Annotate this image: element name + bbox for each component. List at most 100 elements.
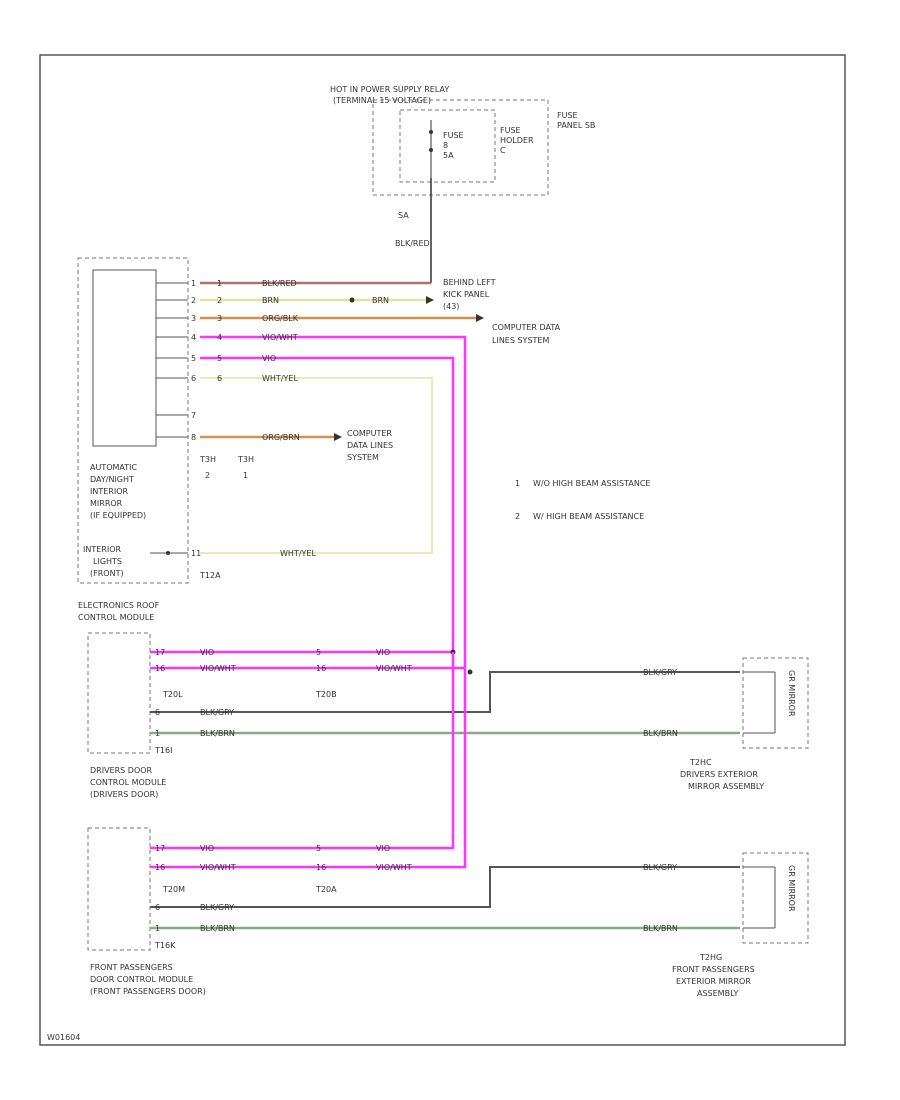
panel-label-2: PANEL SB: [557, 121, 595, 130]
connector-a-num: 2: [205, 471, 210, 480]
ground-arrow: [426, 296, 434, 304]
panel-label: FUSE: [557, 111, 578, 120]
lights-label-2: LIGHTS: [93, 557, 122, 566]
passenger-door-module: [87, 827, 151, 951]
cdl-line-3c: SYSTEM: [347, 453, 379, 462]
pd-mirror-conn: T2HG: [699, 953, 722, 962]
footer-code: W01604: [47, 1033, 80, 1042]
interior-mirror-section: 1 2 3 4 5 6 7 8 1 2 3 4 5 6 BLK/RED BRN …: [77, 257, 480, 668]
drivers-mirror-section: GR MIRROR T2HC DRIVERS EXTERIOR MIRROR A…: [680, 657, 809, 791]
interior-lights-section: INTERIOR LIGHTS (FRONT) 11 WHT/YEL T12A: [83, 545, 316, 580]
dd-mid-pin-2: 16: [316, 664, 326, 673]
pd-mirror-label-2: EXTERIOR MIRROR: [676, 977, 751, 986]
cavity-6: 6: [217, 374, 222, 383]
ground-wire: BRN: [372, 296, 389, 305]
wire-label-2: BRN: [262, 296, 279, 305]
fuse-label: FUSE: [443, 131, 464, 140]
pd-wire-1: VIO: [200, 844, 214, 853]
fuse-rating: 5A: [443, 151, 454, 160]
dd-mid-wire-1: VIO: [376, 648, 390, 657]
drivers-door-section: 17 16 6 1 VIO VIO/WHT BLK/GRY BLK/BRN T2…: [87, 632, 740, 799]
cavity-2: 2: [217, 296, 222, 305]
roof-label-1: ELECTRONICS ROOF: [78, 601, 160, 610]
pd-mid-pin-2: 16: [316, 863, 326, 872]
lights-pin: 11: [191, 549, 201, 558]
wire-label-8: ORG/BRN: [262, 433, 300, 442]
dd-pin-4: 1: [155, 729, 160, 738]
wire-wht-yel: [200, 377, 433, 554]
holder-label: FUSE: [500, 126, 521, 135]
fuse-holder-box: [399, 109, 496, 183]
mirror-pin-7: 7: [191, 411, 196, 420]
dd-wire-2: VIO/WHT: [200, 664, 236, 673]
wire-label-6: WHT/YEL: [262, 374, 298, 383]
roof-label-2: CONTROL MODULE: [78, 613, 154, 622]
wire-label-1: BLK/RED: [262, 279, 297, 288]
cavity-3: 3: [217, 314, 222, 323]
pd-conn-bottom: T16K: [154, 941, 176, 950]
dd-label-1: DRIVERS DOOR: [90, 766, 153, 775]
dd-mirror-conn: T2HC: [689, 758, 712, 767]
mirror-pin-3: 3: [191, 314, 196, 323]
computer-data-section: COMPUTER DATA LINES SYSTEM COMPUTER DATA…: [334, 314, 561, 462]
cdl-line-2: LINES SYSTEM: [492, 336, 549, 345]
dd-wire-1: VIO: [200, 648, 214, 657]
pd-wire-3: BLK/GRY: [200, 903, 234, 912]
lights-connector: T12A: [199, 571, 221, 580]
dd-wire-3: BLK/GRY: [200, 708, 234, 717]
pd-mirror-part: GR MIRROR: [787, 865, 796, 912]
wire-label-4: VIO/WHT: [262, 333, 298, 342]
passenger-door-section: 17 16 6 1 VIO VIO/WHT BLK/GRY BLK/BRN T2…: [87, 652, 740, 996]
mirror-pin-1: 1: [191, 279, 196, 288]
mirror-pin-6: 6: [191, 374, 196, 383]
mirror-label-2: DAY/NIGHT: [90, 475, 134, 484]
lights-wire: WHT/YEL: [280, 549, 316, 558]
wire-vio-wht: [200, 335, 467, 668]
pd-mirror-label-1: FRONT PASSENGERS: [672, 965, 755, 974]
note-2-num: 2: [515, 512, 520, 521]
connector-b-num: 1: [243, 471, 248, 480]
dd-mirror-part: GR MIRROR: [787, 670, 796, 717]
pd-right-wire-1: BLK/GRY: [643, 863, 677, 872]
pd-right-wire-2: BLK/BRN: [643, 924, 678, 933]
note-1-text: W/O HIGH BEAM ASSISTANCE: [533, 479, 650, 488]
wire-color-label: BLK/RED: [395, 239, 430, 248]
pd-mirror-label-3: ASSEMBLY: [697, 989, 738, 998]
ground-section: BRN BEHIND LEFT KICK PANEL (43): [349, 278, 496, 311]
dd-mirror-label-1: DRIVERS EXTERIOR: [680, 770, 758, 779]
mirror-label-3: INTERIOR: [90, 487, 129, 496]
splice-dot: [349, 297, 355, 303]
holder-number: C: [500, 146, 506, 155]
dd-wire-4: BLK/BRN: [200, 729, 235, 738]
pd-mid-pin-1: 5: [316, 844, 321, 853]
wire-label-5: VIO: [262, 354, 276, 363]
mirror-outline: [77, 257, 189, 584]
drivers-door-module: [87, 632, 151, 754]
ground-code: (43): [443, 302, 459, 311]
mirror-pin-2: 2: [191, 296, 196, 305]
dd-mirror-label-2: MIRROR ASSEMBLY: [688, 782, 764, 791]
cdl-line-3b: DATA LINES: [347, 441, 393, 450]
pd-pin-1: 17: [155, 844, 165, 853]
cdl-line-1: COMPUTER DATA: [492, 323, 561, 332]
cavity-1: 1: [217, 279, 222, 288]
mirror-component: [92, 269, 157, 447]
pd-label-3: (FRONT PASSENGERS DOOR): [90, 987, 206, 996]
note-1-num: 1: [515, 479, 520, 488]
mirror-pin-4: 4: [191, 333, 196, 342]
pd-wire-2: VIO/WHT: [200, 863, 236, 872]
fuse-panel-box: [372, 99, 549, 196]
pd-pin-3: 6: [155, 903, 160, 912]
diagram-frame: [39, 54, 846, 1046]
dd-mid-wire-2: VIO/WHT: [376, 664, 412, 673]
dd-conn-mid: T20B: [315, 690, 337, 699]
dd-mid-pin-1: 5: [316, 648, 321, 657]
fuse-terminal-bottom: [429, 148, 433, 152]
dd-pin-3: 6: [155, 708, 160, 717]
cdl-line-3a: COMPUTER: [347, 429, 392, 438]
connector-a: T3H: [199, 455, 216, 464]
wire-vio: [200, 356, 455, 652]
dd-conn-left: T20L: [162, 690, 183, 699]
notes: 1 W/O HIGH BEAM ASSISTANCE 2 W/ HIGH BEA…: [515, 479, 650, 521]
